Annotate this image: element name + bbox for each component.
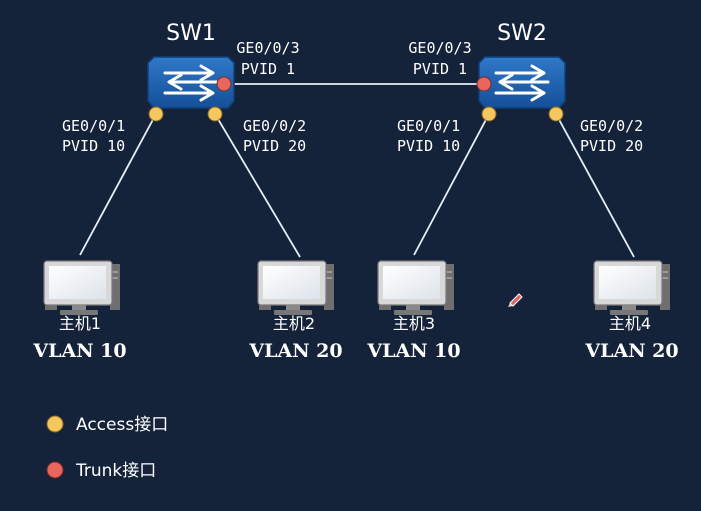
legend-trunk: Trunk接口 — [46, 461, 156, 481]
switch-sw2[interactable]: SW2 — [477, 21, 567, 110]
link-sw2-host3 — [413, 113, 490, 256]
trunk-port-dot — [476, 76, 492, 92]
host-3[interactable]: 主机3 VLAN 10 — [366, 260, 461, 362]
port-name: GE0/0/3 — [408, 39, 471, 57]
host-1[interactable]: 主机1 VLAN 10 — [32, 260, 127, 362]
host-name: 主机3 — [393, 314, 435, 333]
port-pvid: PVID 10 — [62, 137, 125, 155]
host-vlan: VLAN 20 — [248, 340, 342, 362]
links — [79, 83, 635, 258]
link-sw2-host4 — [555, 113, 635, 258]
computer-icon — [43, 260, 121, 316]
port-name: GE0/0/3 — [236, 39, 299, 57]
access-port-dot — [548, 106, 564, 122]
link-sw1-host2 — [214, 113, 301, 258]
port-name: GE0/0/1 — [62, 117, 125, 135]
switch-icon — [477, 55, 567, 110]
host-name: 主机2 — [273, 314, 315, 333]
host-name: 主机1 — [59, 314, 101, 333]
switch-sw1[interactable]: SW1 — [146, 21, 236, 110]
access-port-dot — [148, 106, 164, 122]
port-pvid: PVID 1 — [241, 60, 295, 78]
trunk-port-legend-icon — [46, 461, 64, 479]
host-vlan: VLAN 10 — [32, 340, 126, 362]
port-pvid: PVID 10 — [397, 137, 460, 155]
access-port-legend-icon — [46, 415, 64, 433]
computer-icon — [377, 260, 455, 316]
access-port-dot — [481, 106, 497, 122]
port-name: GE0/0/2 — [243, 117, 306, 135]
legend: Access接口 Trunk接口 — [46, 415, 168, 481]
port-pvid: PVID 1 — [413, 60, 467, 78]
port-name: GE0/0/1 — [397, 117, 460, 135]
legend-trunk-label: Trunk接口 — [75, 461, 156, 481]
pen-cursor-icon — [508, 293, 523, 307]
legend-access: Access接口 — [46, 415, 168, 435]
trunk-port-dot — [216, 76, 232, 92]
access-port-dot — [207, 106, 223, 122]
port-name: GE0/0/2 — [580, 117, 643, 135]
computer-icon — [257, 260, 335, 316]
legend-access-label: Access接口 — [76, 415, 168, 435]
computer-icon — [593, 260, 671, 316]
port-pvid: PVID 20 — [580, 137, 643, 155]
port-pvid: PVID 20 — [243, 137, 306, 155]
host-name: 主机4 — [609, 314, 651, 333]
host-4[interactable]: 主机4 VLAN 20 — [584, 260, 679, 362]
link-sw1-host1 — [79, 113, 157, 256]
switch-name: SW1 — [166, 21, 216, 46]
host-2[interactable]: 主机2 VLAN 20 — [248, 260, 343, 362]
port-labels: GE0/0/3 PVID 1 GE0/0/3 PVID 1 GE0/0/1 PV… — [62, 39, 643, 155]
switch-name: SW2 — [497, 21, 547, 46]
host-vlan: VLAN 20 — [584, 340, 678, 362]
host-vlan: VLAN 10 — [366, 340, 460, 362]
port-markers — [148, 76, 564, 122]
